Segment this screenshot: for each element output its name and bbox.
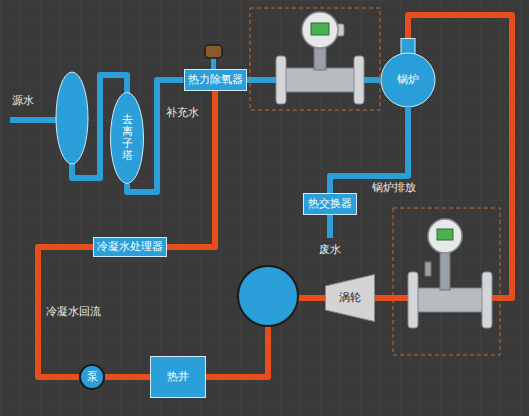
meter-flange	[354, 56, 364, 104]
meter-display	[311, 23, 329, 35]
vent-valve	[205, 45, 222, 58]
meter-flange	[482, 272, 492, 328]
resin-column: 去离子塔	[110, 92, 144, 184]
meter-body	[282, 68, 358, 92]
boiler-vessel: 锅炉	[380, 38, 436, 108]
dashed-frame	[393, 208, 500, 355]
meter-head	[428, 219, 462, 253]
node-label: 去离子塔	[122, 114, 133, 162]
pipe-label: 源水	[12, 94, 34, 107]
box-outline	[184, 70, 246, 91]
node-label: 冷凝水处理器	[97, 240, 163, 253]
pipe-connector	[375, 15, 512, 298]
node-label-group: 热力除氧器	[184, 69, 247, 91]
node-label: 热力除氧器	[188, 73, 243, 86]
node-label-group: 涡轮	[325, 274, 375, 322]
node-label: 锅炉	[397, 73, 419, 86]
pipe-connector	[167, 91, 215, 247]
boiler-drum	[381, 53, 435, 107]
process-box: 冷凝水处理器	[93, 237, 167, 257]
node-shape	[380, 38, 436, 108]
node-label: 热井	[167, 370, 189, 383]
box-outline	[304, 194, 357, 215]
turbine-shape: 涡轮	[325, 274, 375, 322]
meter-head	[302, 12, 338, 48]
circle-outline	[80, 365, 104, 389]
node-label-group: 锅炉	[380, 52, 436, 108]
pipe-label: 补充水	[166, 106, 199, 119]
node-label: 泵	[87, 370, 98, 383]
ellipse-outline	[111, 93, 144, 184]
meter-flange	[408, 272, 418, 328]
process-box: 热交换器	[303, 193, 357, 215]
meter-valve	[425, 262, 431, 276]
dashed-frame	[250, 8, 380, 110]
meter-display	[437, 229, 453, 240]
node-label-group: 泵	[79, 364, 105, 390]
pipe-connector	[105, 374, 150, 380]
meter-neck	[440, 250, 450, 290]
trapezoid-outline	[326, 275, 375, 322]
pipe-label: 冷凝水回流	[46, 305, 101, 318]
meter-flange	[276, 56, 286, 104]
node-label-group: 去离子塔	[110, 92, 144, 184]
node-label-group: 热井	[150, 356, 206, 398]
generator-circle	[238, 266, 298, 326]
pump-circle: 泵	[79, 364, 105, 390]
pipe-connector	[330, 108, 408, 193]
node-label-group: 热交换器	[303, 193, 357, 215]
resin-column	[56, 72, 88, 164]
pipe-label: 锅炉排放	[372, 181, 416, 194]
box-outline	[94, 238, 167, 257]
process-box: 热井	[150, 356, 206, 398]
node-label-group: 冷凝水处理器	[93, 237, 167, 257]
node-label: 热交换器	[308, 197, 352, 210]
source-pipe	[10, 117, 56, 123]
meter-body	[415, 288, 485, 312]
pipe-label: 废水	[319, 243, 341, 256]
waste-pipe	[327, 215, 333, 238]
box-outline	[151, 357, 206, 398]
process-box: 热力除氧器	[184, 69, 247, 91]
node-label: 涡轮	[339, 291, 361, 304]
